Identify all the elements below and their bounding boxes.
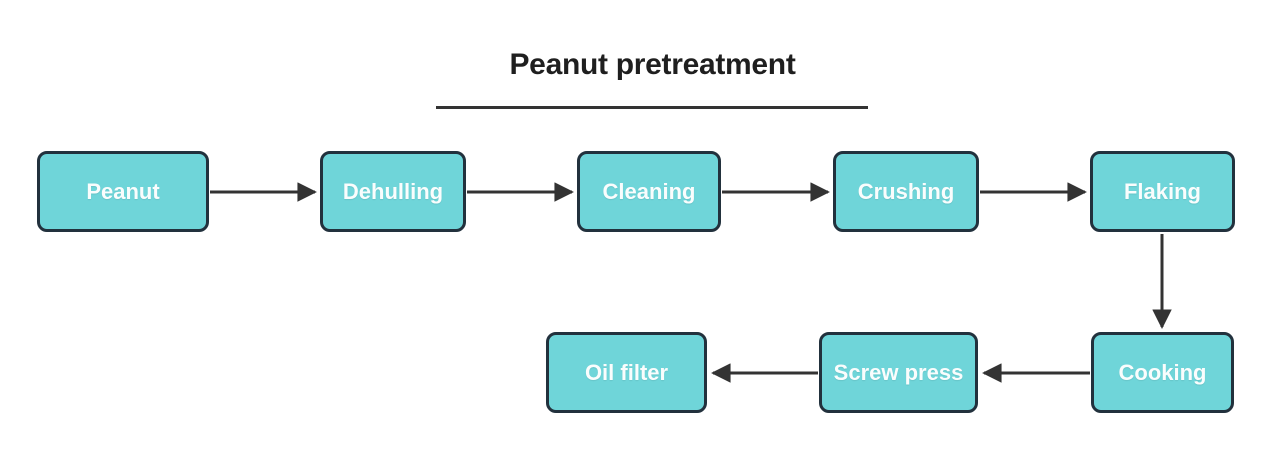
node-oil-filter: Oil filter (546, 332, 707, 413)
node-dehulling: Dehulling (320, 151, 466, 232)
node-flaking: Flaking (1090, 151, 1235, 232)
node-cooking: Cooking (1091, 332, 1234, 413)
title-underline (436, 106, 868, 109)
node-screw-press: Screw press (819, 332, 978, 413)
node-peanut: Peanut (37, 151, 209, 232)
diagram-title: Peanut pretreatment (509, 48, 796, 81)
node-cleaning: Cleaning (577, 151, 721, 232)
node-crushing: Crushing (833, 151, 979, 232)
